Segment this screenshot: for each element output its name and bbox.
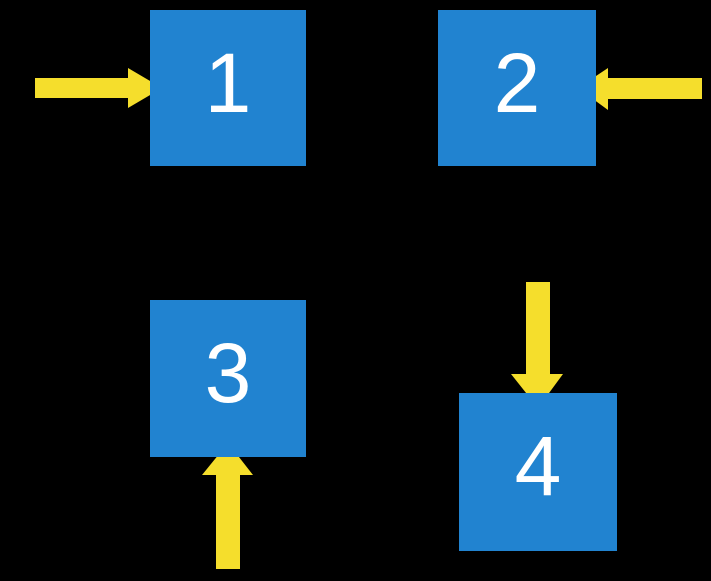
node-box-3[interactable]: 3 [150, 300, 306, 457]
box-3-label: 3 [205, 326, 252, 420]
box-1-rect[interactable] [150, 10, 306, 166]
node-box-1[interactable]: 1 [150, 10, 306, 166]
box-2-label: 2 [494, 36, 541, 130]
arrow-into-box-3 [202, 443, 253, 569]
node-box-2[interactable]: 2 [438, 10, 596, 166]
arrow-into-box-4 [511, 282, 563, 408]
box-2-rect[interactable] [438, 10, 596, 166]
arrow-into-box-2 [578, 68, 702, 110]
node-box-4[interactable]: 4 [459, 393, 617, 551]
box-4-rect[interactable] [459, 393, 617, 551]
box-4-label: 4 [515, 419, 562, 513]
arrow-into-box-1 [35, 68, 162, 108]
box-3-rect[interactable] [150, 300, 306, 457]
box-1-label: 1 [205, 36, 252, 130]
